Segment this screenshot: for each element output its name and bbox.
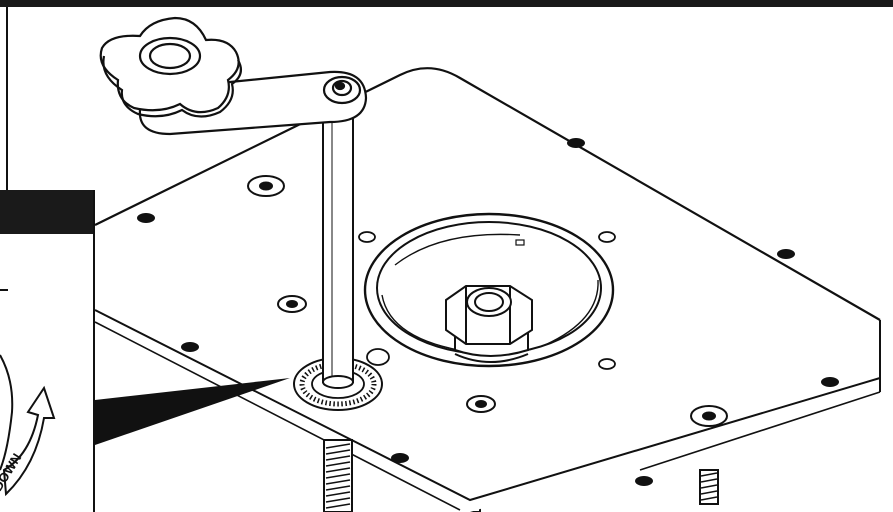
collet-nut [445, 285, 533, 363]
top-band [0, 0, 893, 7]
inset-panel: DOWN [0, 190, 95, 512]
crank-knob [99, 16, 243, 118]
pointer [95, 378, 290, 445]
counterbored-holes [247, 175, 728, 427]
pin-holes [358, 231, 616, 370]
down-arrow-icon [2, 385, 56, 497]
threaded-rod [323, 439, 353, 512]
mounting-screws [137, 138, 839, 486]
reference-ring [293, 357, 383, 411]
leveling-screw [699, 469, 719, 505]
lift-rod [322, 109, 354, 389]
inset-dial [0, 354, 14, 471]
